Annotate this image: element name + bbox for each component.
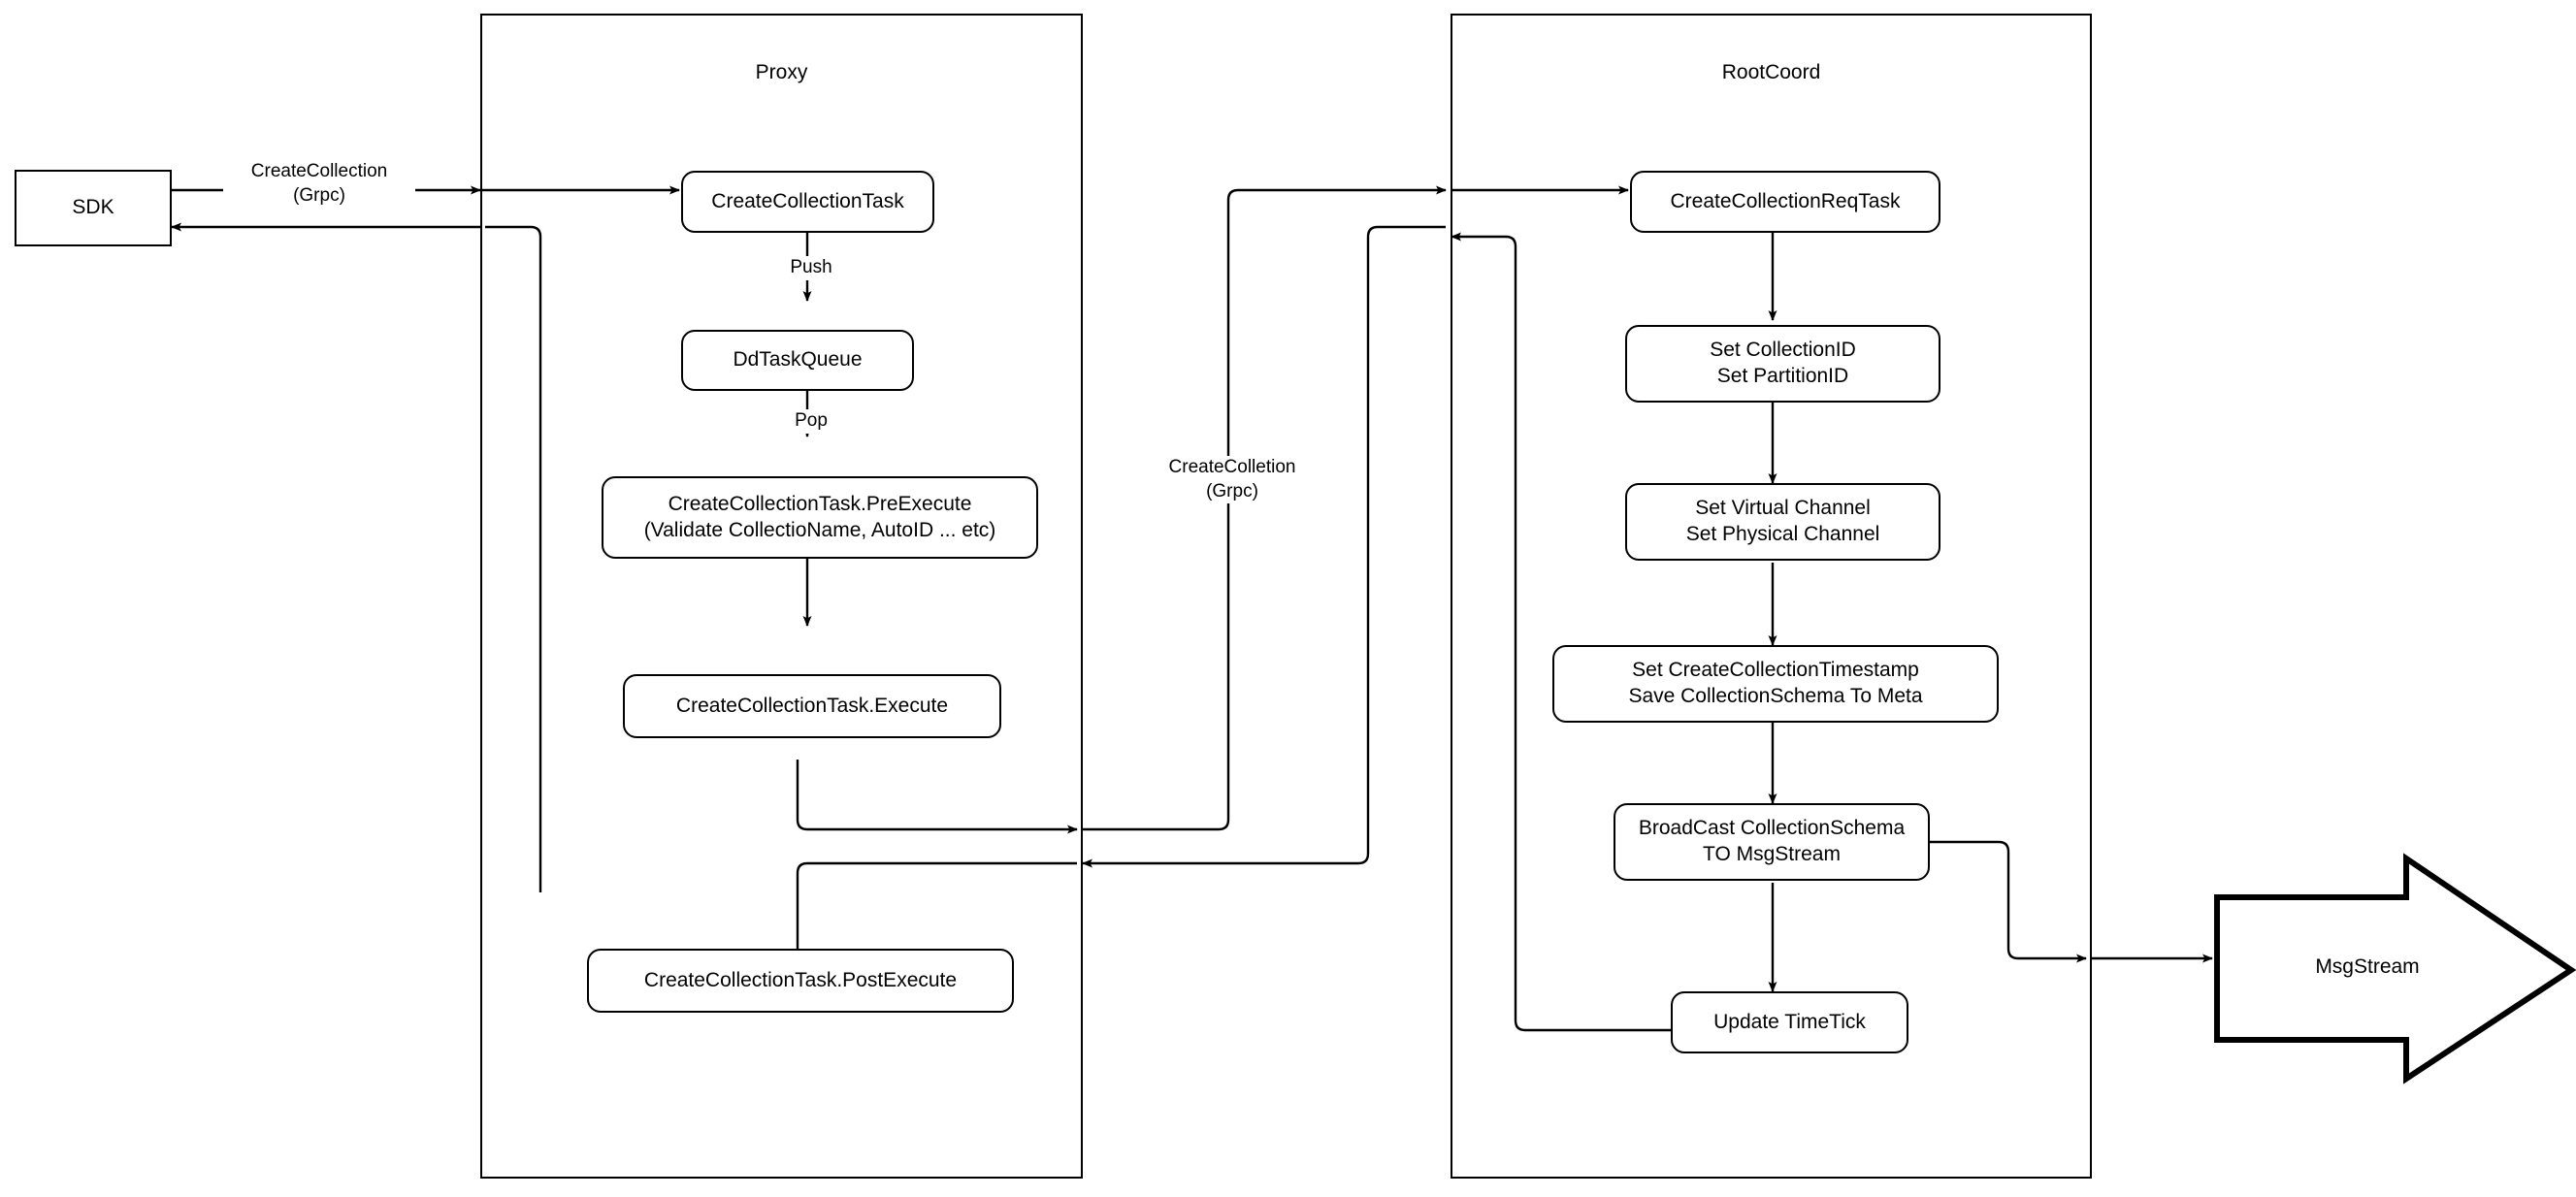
container-rootcoord-title: RootCoord (1721, 61, 1821, 83)
edge-label-push: Push (768, 256, 854, 280)
edge-rootcoord-return-outer (1089, 225, 1446, 865)
node-create-collection-req-task[interactable]: CreateCollectionReqTask (1630, 171, 1940, 233)
node-msgstream: MsgStream (2315, 955, 2420, 978)
node-post-execute[interactable]: CreateCollectionTask.PostExecute (587, 949, 1014, 1013)
edge-timetick-return (1455, 235, 1671, 1032)
edge-label-pop: Pop (773, 409, 849, 434)
node-set-ids[interactable]: Set CollectionID Set PartitionID (1625, 325, 1940, 403)
node-set-timestamp-meta[interactable]: Set CreateCollectionTimestamp Save Colle… (1552, 645, 1999, 723)
node-set-channels[interactable]: Set Virtual Channel Set Physical Channel (1625, 483, 1940, 561)
node-create-collection-task[interactable]: CreateCollectionTask (681, 171, 934, 233)
node-dd-task-queue[interactable]: DdTaskQueue (681, 330, 914, 391)
container-proxy-title: Proxy (755, 61, 808, 83)
container-rootcoord (1451, 14, 2092, 1179)
node-sdk[interactable]: SDK (15, 170, 172, 246)
msgstream-block-arrow (2214, 853, 2576, 1084)
edge-label-create-collection-grpc: CreateCollection (Grpc) (223, 160, 415, 209)
edge-label-create-colletion-grpc: CreateColletion (Grpc) (1136, 456, 1328, 504)
node-pre-execute[interactable]: CreateCollectionTask.PreExecute (Validat… (602, 476, 1038, 559)
node-update-timetick[interactable]: Update TimeTick (1671, 991, 1908, 1053)
edge-postexecute-return (485, 225, 542, 892)
container-proxy (480, 14, 1083, 1179)
edge-exec-to-boundary (796, 760, 1078, 834)
edge-proxy-to-rootcoord (1083, 185, 1447, 831)
node-execute[interactable]: CreateCollectionTask.Execute (623, 674, 1001, 738)
edge-return-to-postexecute (793, 861, 1077, 961)
edge-broadcast-to-msgstream (1930, 840, 2087, 963)
node-broadcast[interactable]: BroadCast CollectionSchema TO MsgStream (1614, 803, 1930, 881)
